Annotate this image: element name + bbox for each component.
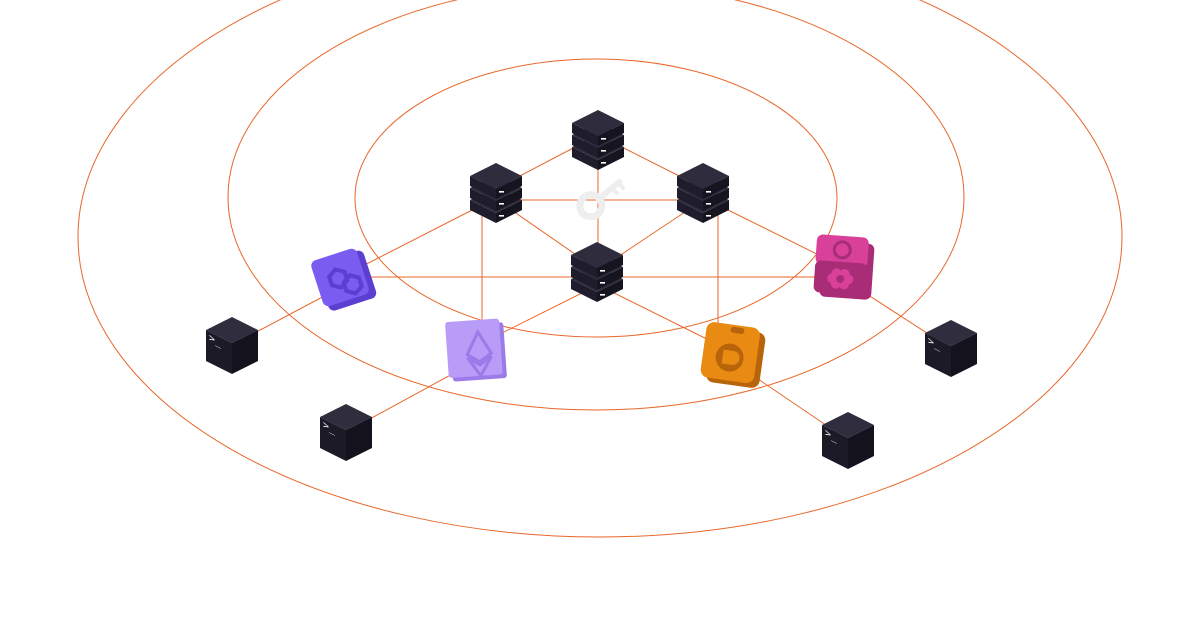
terminal-icon: >_: [320, 404, 372, 461]
server-slab: [572, 110, 624, 146]
terminal-icon: >_: [206, 317, 258, 374]
orbit-ring-outer: [77, 0, 1123, 538]
server-slab: [677, 163, 729, 199]
chainlink-icon: [311, 248, 377, 311]
server-stack-icon: [571, 242, 623, 302]
orbit-ring-inner: [354, 58, 838, 338]
key-icon: [576, 178, 626, 221]
server-stack-icon: [677, 163, 729, 223]
ethereum-icon: [445, 318, 507, 382]
link-line: [344, 204, 483, 276]
server-slab: [470, 163, 522, 199]
terminal-icon: >_: [925, 320, 977, 377]
orbit-rings: [77, 0, 1123, 538]
server-stack-icon: [572, 110, 624, 170]
flower-icon: [813, 234, 875, 300]
orbit-ring-middle: [227, 0, 965, 411]
server-slab: [571, 242, 623, 278]
server-stack-icon: [470, 163, 522, 223]
dash-icon: [700, 322, 766, 388]
terminal-icon: >_: [822, 412, 874, 469]
